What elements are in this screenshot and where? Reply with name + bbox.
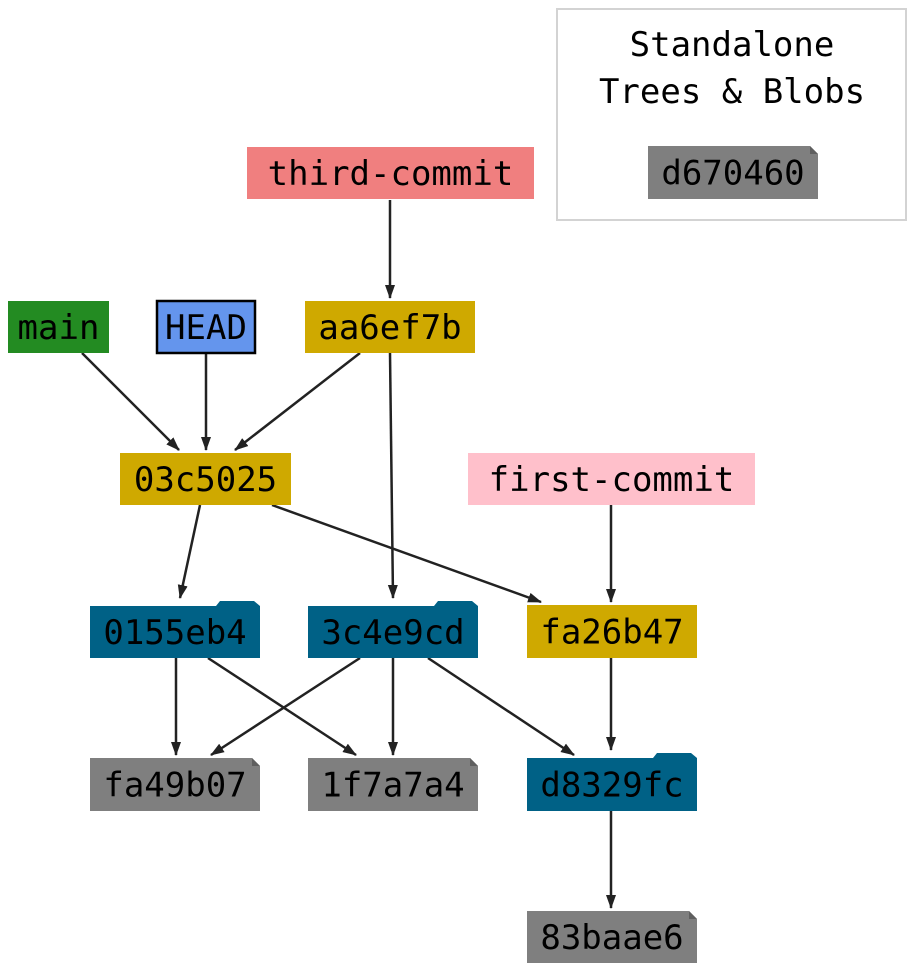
edge-t0155eb4-to-b1f7a7a4 [207,656,357,757]
edge-t3c4e9cd-to-bfa49b07 [210,656,361,757]
node-d8329fc: d8329fc [527,753,697,811]
edge-c03c5025-to-t0155eb4 [177,504,202,599]
node-label: d8329fc [540,766,683,806]
node-HEAD: HEAD [155,299,257,355]
commit-box [527,605,697,658]
node-label: fa49b07 [103,766,246,806]
node-label: d670460 [661,154,804,194]
tag-box [468,453,755,505]
node-label: fa26b47 [540,613,683,653]
blob-note-shape [527,911,697,963]
node-3c4e9cd: 3c4e9cd [308,601,478,658]
node-label: third-commit [268,154,514,194]
node-fa49b07: fa49b07 [90,758,260,811]
node-label: 3c4e9cd [321,613,464,653]
node-03c5025: 03c5025 [120,453,291,505]
tree-folder-shape [308,601,478,658]
edge-t3c4e9cd-to-td8329fc [427,656,575,757]
node-third-commit: third-commit [247,147,534,199]
blob-fold-corner [252,758,260,766]
node-first-commit: first-commit [468,453,755,505]
edge-main-to-c03c5025 [81,352,180,451]
node-1f7a7a4: 1f7a7a4 [308,758,478,811]
commit-box [120,453,291,505]
blob-fold-corner [689,911,697,919]
edge-c03c5025-to-fa26b47 [271,503,542,604]
node-83baae6: 83baae6 [527,911,697,963]
blob-fold-corner [470,758,478,766]
blob-note-shape [90,758,260,811]
nodes: third-commit main HEAD aa6ef7b 03c5025 first-… [8,146,818,963]
commit-box [305,301,475,353]
edges [81,200,616,909]
node-aa6ef7b: aa6ef7b [305,301,475,353]
node-fa26b47: fa26b47 [527,605,697,658]
tag-box [247,147,534,199]
tree-folder-shape [527,753,697,811]
node-0155eb4: 0155eb4 [90,601,260,658]
node-label: 03c5025 [134,460,277,500]
edge-aa6ef7b-to-t3c4e9cd [387,352,398,599]
node-d670460: d670460 [648,146,818,199]
tree-folder-shape [90,601,260,658]
legend-title-line2: Trees & Blobs [599,72,865,112]
node-label: aa6ef7b [318,308,461,348]
head-box [155,299,257,355]
blob-note-shape [308,758,478,811]
blob-fold-corner [810,146,818,154]
edge-aa6ef7b-to-c03c5025 [234,352,361,451]
node-main: main [8,301,109,353]
legend-title-line1: Standalone [630,25,835,65]
node-label: main [18,308,100,348]
node-label: 1f7a7a4 [321,766,464,806]
blob-note-shape [648,146,818,199]
node-label: 83baae6 [540,918,683,958]
branch-box [8,301,109,353]
node-label: HEAD [165,308,247,348]
node-label: 0155eb4 [103,613,246,653]
node-label: first-commit [489,460,735,500]
